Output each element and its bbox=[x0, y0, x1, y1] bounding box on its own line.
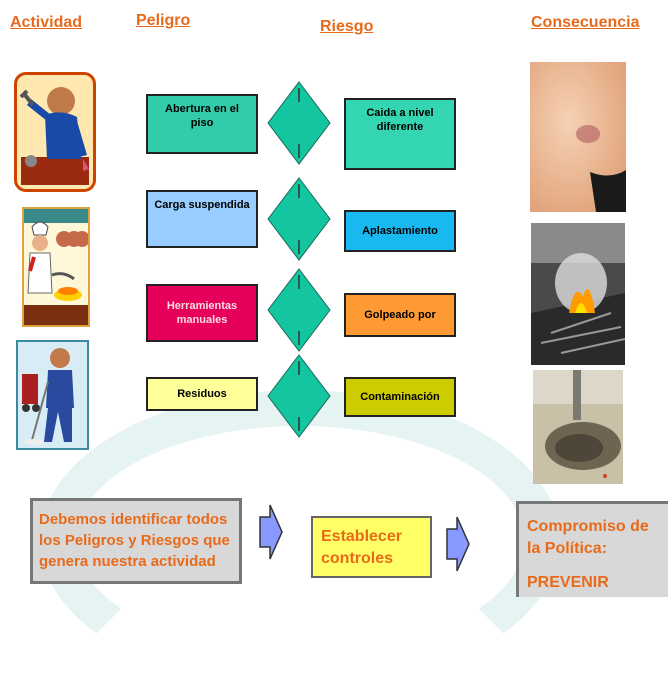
commitment-label: Compromiso de la Política: bbox=[527, 518, 649, 557]
hazard-label: Residuos bbox=[177, 388, 227, 400]
header-actividad: Actividad bbox=[10, 14, 83, 31]
arrow-right-icon bbox=[259, 504, 283, 560]
fire-photo bbox=[531, 223, 625, 365]
cleaner-mop-illustration bbox=[16, 340, 89, 450]
risk-label: Caida a nivel diferente bbox=[366, 107, 434, 133]
arrow-right-icon bbox=[446, 516, 470, 572]
hazard-box-carga: Carga suspendida bbox=[146, 190, 258, 248]
controls-label: Establecer controles bbox=[321, 528, 402, 567]
diamond-connector bbox=[267, 177, 331, 261]
diamond-connector bbox=[267, 354, 331, 438]
hazard-box-herramientas: Herramientas manuales bbox=[146, 284, 258, 342]
cook-kitchen-illustration bbox=[22, 207, 90, 327]
mechanic-wrench-illustration bbox=[14, 72, 96, 192]
identify-message-box: Debemos identificar todos los Peligros y… bbox=[30, 498, 242, 584]
hazard-label: Carga suspendida bbox=[154, 199, 250, 211]
header-riesgo: Riesgo bbox=[320, 18, 374, 35]
diamond-connector bbox=[267, 81, 331, 165]
hazard-box-abertura: Abertura en el piso bbox=[146, 94, 258, 154]
skin-injury-photo bbox=[530, 62, 626, 212]
prevent-label: PREVENIR bbox=[527, 574, 609, 591]
risk-box-caida: Caida a nivel diferente bbox=[344, 98, 456, 170]
hazard-label: Herramientas manuales bbox=[166, 300, 238, 326]
risk-label: Contaminación bbox=[360, 391, 440, 403]
risk-label: Aplastamiento bbox=[362, 225, 438, 237]
risk-label: Golpeado por bbox=[364, 309, 436, 321]
header-peligro: Peligro bbox=[136, 12, 191, 29]
risk-box-golpeado: Golpeado por bbox=[344, 293, 456, 337]
risk-box-aplastamiento: Aplastamiento bbox=[344, 210, 456, 252]
diamond-connector bbox=[267, 268, 331, 352]
risk-box-contaminacion: Contaminación bbox=[344, 377, 456, 417]
hazard-box-residuos: Residuos bbox=[146, 377, 258, 411]
header-consecuencia: Consecuencia bbox=[531, 14, 640, 31]
controls-box: Establecer controles bbox=[311, 516, 432, 578]
commitment-box: Compromiso de la Política: PREVENIR bbox=[516, 501, 668, 597]
contaminated-soil-photo bbox=[533, 370, 623, 484]
identify-message: Debemos identificar todos los Peligros y… bbox=[39, 511, 230, 570]
hazard-label: Abertura en el piso bbox=[165, 103, 239, 129]
